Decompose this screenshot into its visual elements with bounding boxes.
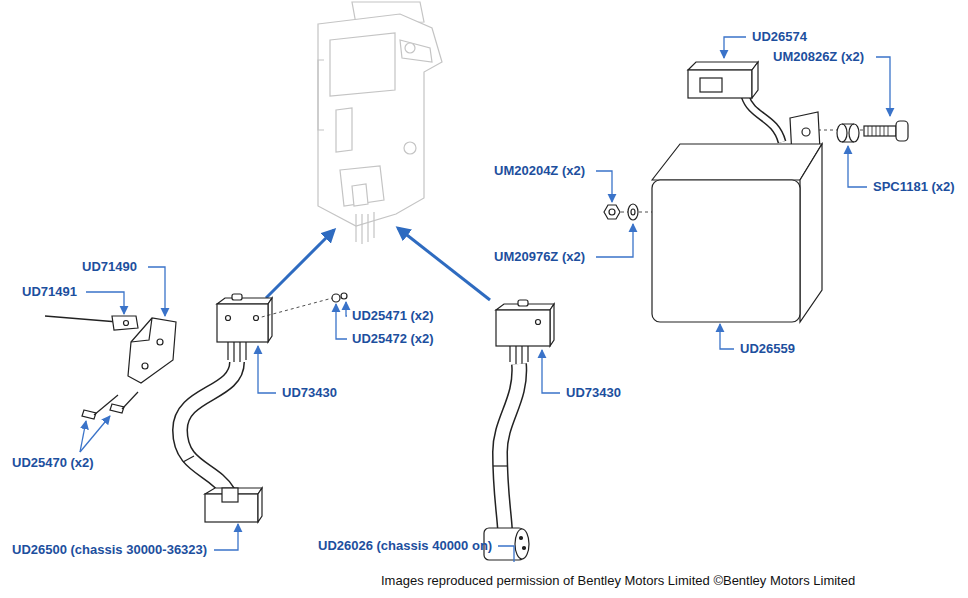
part-number: UM20976Z (x2) [494,249,585,265]
part-number: UD26574 [752,29,807,45]
part-number: UD25470 (x2) [12,455,94,471]
part-number: UD73430 [566,385,621,401]
part-number: UD26500 (chassis 30000-36323) [12,542,207,558]
leader-line [80,37,890,562]
copyright-note: Images reproduced permission of Bentley … [381,573,855,589]
micro-switch [484,300,554,560]
part-number: UD73430 [282,385,337,401]
part-number: UM20826Z (x2) [773,49,864,65]
part-number: SPC1181 (x2) [873,179,955,195]
part-number: UD25472 (x2) [352,331,434,347]
bracket [45,316,176,419]
control-module [604,62,908,322]
micro-switch [180,293,347,522]
part-number: UD26026 (chassis 40000 on) [318,538,492,554]
part-number: UD26559 [740,341,795,357]
part-number: UM20204Z (x2) [494,163,585,179]
part-number: UD25471 (x2) [352,308,434,324]
part-number: UD71490 [82,259,137,275]
fitting-arrow [266,228,490,300]
lock-assembly [318,2,442,244]
part-number: UD71491 [22,284,77,300]
